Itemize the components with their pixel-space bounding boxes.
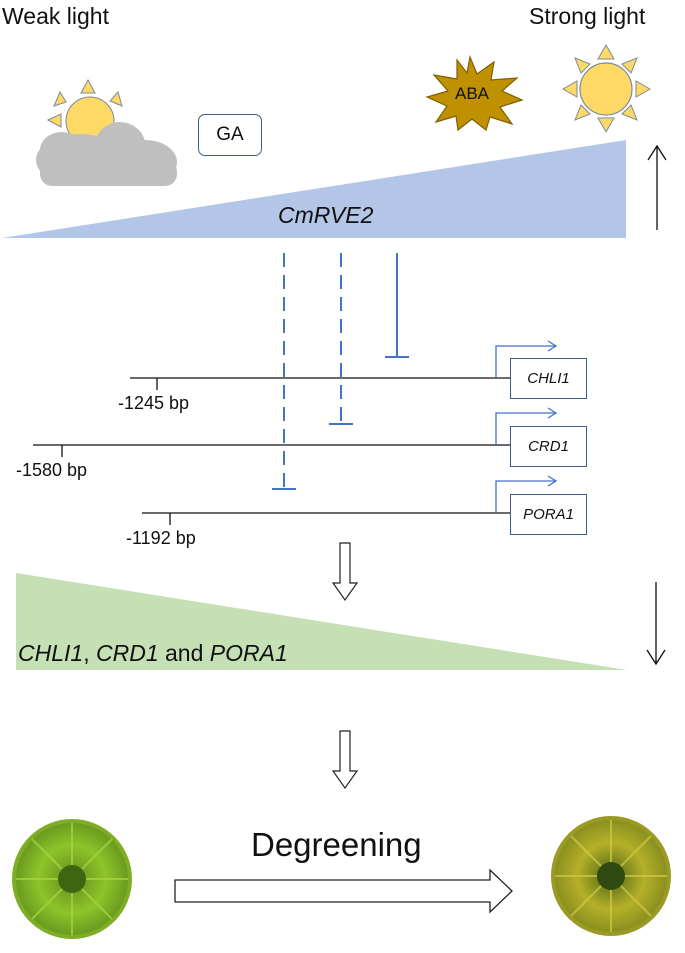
targets-wedge xyxy=(16,573,627,670)
repression-line-crd1 xyxy=(329,253,353,425)
promoter-crd1 xyxy=(33,407,558,457)
regulator-label: CmRVE2 xyxy=(278,202,374,228)
repression-line-pora1 xyxy=(272,253,296,490)
yellowed-flower-image xyxy=(551,816,671,936)
up-arrow-icon xyxy=(647,144,667,230)
green-flower-image xyxy=(12,819,132,939)
promoter-chli1 xyxy=(130,340,558,390)
gene-label-crd1: CRD1 xyxy=(528,438,569,455)
gene-label-pora1: PORA1 xyxy=(523,506,574,523)
degreening-arrow xyxy=(174,868,513,914)
targets-label: CHLI1, CRD1 and PORA1 xyxy=(18,640,288,666)
gene-box-pora1: PORA1 xyxy=(510,494,587,535)
gene-box-crd1: CRD1 xyxy=(510,426,587,467)
regulator-wedge xyxy=(2,140,626,238)
aba-burst-icon xyxy=(425,54,524,132)
position-label-chli1: -1245 bp xyxy=(118,393,190,413)
ga-box: GA xyxy=(198,114,262,156)
ga-label: GA xyxy=(216,124,244,145)
position-label-crd1: -1580 bp xyxy=(16,460,88,480)
repression-line-chli1 xyxy=(385,253,409,358)
promoter-pora1 xyxy=(142,475,558,525)
degreening-label: Degreening xyxy=(251,826,422,863)
weak-light-label: Weak light xyxy=(2,3,109,29)
gene-box-chli1: CHLI1 xyxy=(510,358,587,399)
hollow-down-arrow-1 xyxy=(331,542,359,602)
gene-label-chli1: CHLI1 xyxy=(527,370,570,387)
strong-light-label: Strong light xyxy=(529,3,646,29)
hollow-down-arrow-2 xyxy=(331,730,359,790)
cloud-icon xyxy=(36,122,177,186)
aba-label: ABA xyxy=(455,84,490,103)
position-label-pora1: -1192 bp xyxy=(126,528,196,548)
down-arrow-icon xyxy=(646,582,666,666)
sun-icon xyxy=(561,43,652,134)
